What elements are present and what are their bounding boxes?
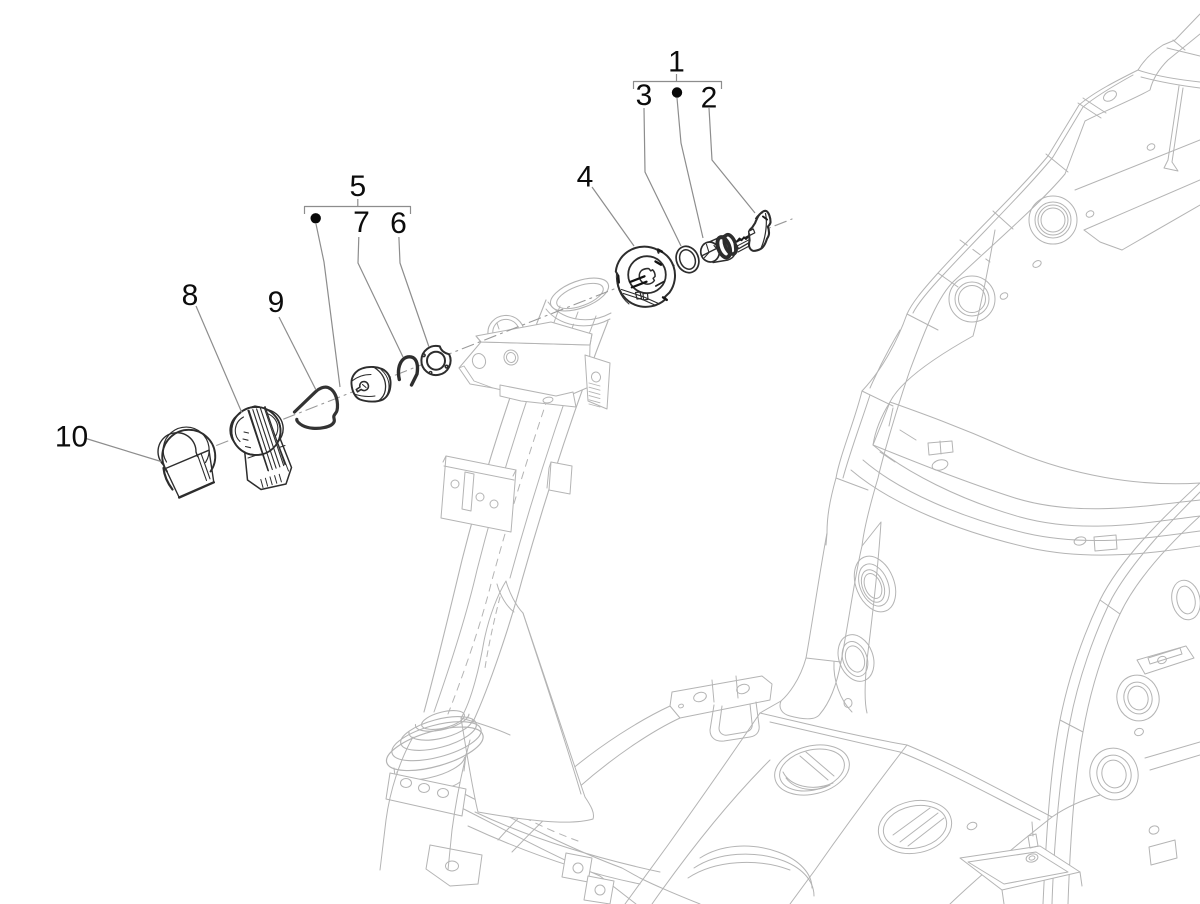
- svg-text:4: 4: [577, 161, 594, 194]
- svg-text:8: 8: [182, 279, 199, 312]
- svg-text:1: 1: [668, 46, 685, 79]
- svg-text:7: 7: [353, 206, 370, 239]
- svg-text:3: 3: [636, 79, 653, 112]
- svg-text:9: 9: [268, 286, 285, 319]
- svg-text:10: 10: [55, 421, 88, 454]
- svg-text:5: 5: [349, 170, 366, 203]
- svg-text:2: 2: [701, 82, 718, 115]
- svg-text:6: 6: [390, 207, 407, 240]
